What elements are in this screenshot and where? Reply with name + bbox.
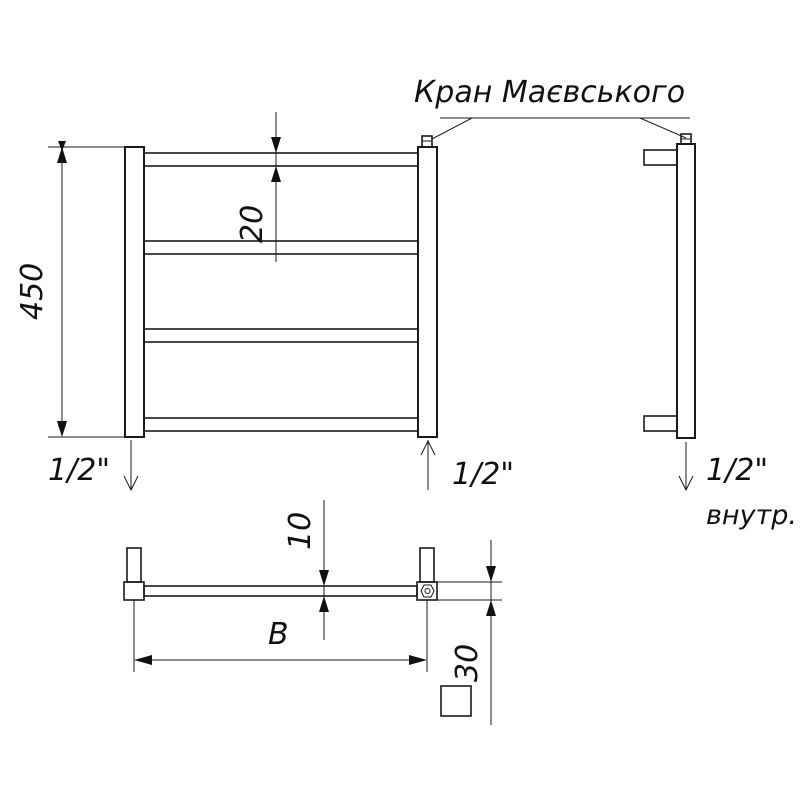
left-collector bbox=[124, 146, 145, 438]
rail-spacing-label: 20 bbox=[235, 205, 270, 243]
side-inlet-label: 1/2" bbox=[706, 453, 768, 488]
rail-3 bbox=[143, 328, 419, 343]
valve-callout: Кран Маєвського bbox=[414, 75, 690, 140]
rail-2 bbox=[143, 240, 419, 255]
width-dimension: В bbox=[133, 600, 428, 672]
side-rail-top bbox=[643, 149, 678, 166]
top-rail bbox=[143, 585, 418, 597]
width-dimension-label: В bbox=[268, 617, 289, 652]
side-inlet-note: внутр. bbox=[706, 500, 797, 531]
rail-spacing-dimension: 20 bbox=[235, 112, 281, 262]
height-dimension: 450 bbox=[15, 141, 125, 438]
profile-dimension: 30 bbox=[437, 540, 502, 725]
top-left-collector bbox=[126, 547, 142, 583]
rail-4 bbox=[143, 417, 419, 432]
front-view: 450 20 1/2" 1/2" bbox=[15, 112, 514, 492]
left-outlet-label: 1/2" bbox=[48, 453, 110, 488]
square-profile-symbol bbox=[440, 685, 472, 717]
depth-dimension-label: 10 bbox=[283, 512, 318, 550]
rails bbox=[143, 152, 419, 432]
left-outlet: 1/2" bbox=[48, 440, 139, 492]
side-rail-bottom bbox=[643, 415, 678, 432]
top-right-collector bbox=[419, 547, 435, 583]
right-inlet-label: 1/2" bbox=[452, 457, 514, 492]
top-left-square bbox=[123, 581, 145, 601]
hex-nut bbox=[420, 584, 435, 598]
right-inlet: 1/2" bbox=[420, 439, 514, 492]
top-view: 10 В 30 bbox=[123, 500, 502, 725]
side-view: 1/2" внутр. bbox=[643, 133, 797, 531]
height-dimension-label: 450 bbox=[15, 263, 50, 320]
rail-1 bbox=[143, 152, 419, 167]
right-collector bbox=[417, 146, 438, 438]
side-collector bbox=[676, 143, 696, 439]
valve-title: Кран Маєвського bbox=[414, 75, 685, 110]
depth-dimension: 10 bbox=[283, 500, 329, 640]
profile-dimension-label: 30 bbox=[450, 644, 485, 682]
